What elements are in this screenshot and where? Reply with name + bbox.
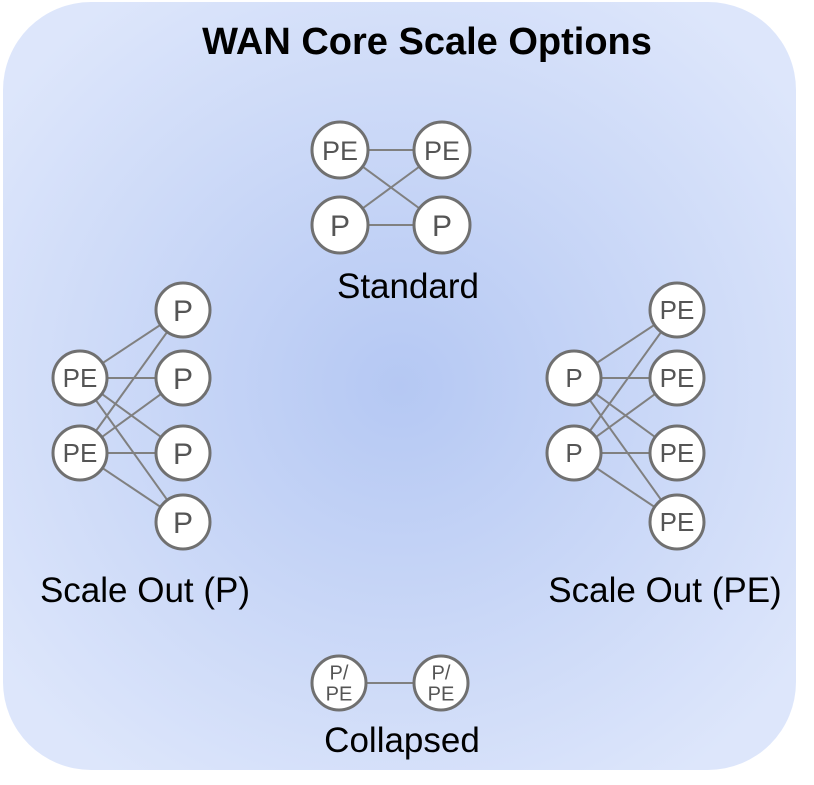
node-p: P [154, 493, 212, 551]
node-pe: PE [648, 349, 706, 407]
group-standard: PE PE P P Standard [310, 120, 479, 306]
group-label-scale-out-pe: Scale Out (PE) [548, 571, 781, 610]
node-p-pe: P/PE [310, 654, 368, 712]
node-p: P [412, 195, 472, 255]
node-pe: PE [51, 349, 109, 407]
node-pe: PE [412, 120, 472, 180]
node-p: P [545, 424, 603, 482]
node-pe: PE [310, 120, 370, 180]
node-label: PE [660, 438, 695, 468]
node-label: PE [63, 438, 98, 468]
diagram-title: WAN Core Scale Options [202, 21, 652, 63]
node-label: P [173, 363, 193, 396]
node-p: P [154, 281, 212, 339]
link [573, 377, 678, 523]
node-label: PE [322, 136, 358, 166]
node-label: P [173, 438, 193, 471]
group-label-collapsed: Collapsed [324, 721, 480, 760]
node-label: P [173, 507, 193, 540]
node-label: P/PE [326, 663, 353, 706]
node-label: P/PE [428, 663, 455, 706]
group-label-scale-out-p: Scale Out (P) [40, 571, 250, 610]
node-label: PE [660, 363, 695, 393]
node-p-pe: P/PE [412, 654, 470, 712]
node-label: P [173, 295, 193, 328]
group-collapsed: P/PE P/PE Collapsed [310, 654, 480, 760]
group-scale-out-p: PE PE P P P P Scale Out (P) [40, 281, 250, 610]
node-label: PE [424, 136, 460, 166]
node-label: P [565, 438, 582, 468]
link [573, 309, 678, 454]
node-pe: PE [51, 424, 109, 482]
node-label: PE [660, 507, 695, 537]
node-pe: PE [648, 281, 706, 339]
link [79, 309, 184, 454]
node-p: P [154, 424, 212, 482]
node-p: P [545, 349, 603, 407]
node-label: PE [660, 295, 695, 325]
node-pe: PE [648, 424, 706, 482]
link [79, 377, 184, 523]
node-label: PE [63, 363, 98, 393]
node-p: P [310, 195, 370, 255]
diagram-panel [3, 2, 796, 770]
group-scale-out-pe: P P PE PE PE PE Scale Out (PE) [545, 281, 782, 610]
node-label: P [432, 210, 452, 243]
node-label: P [330, 210, 350, 243]
node-pe: PE [648, 493, 706, 551]
node-label: P [565, 363, 582, 393]
group-label-standard: Standard [337, 267, 479, 306]
node-p: P [154, 349, 212, 407]
